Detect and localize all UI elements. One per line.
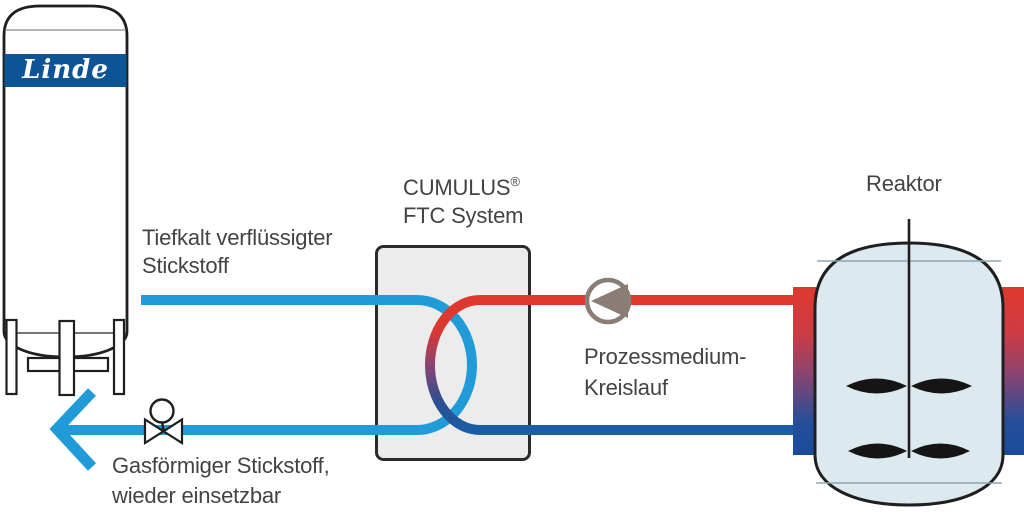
return-label: Gasförmiger Stickstoff, wieder einsetzba…: [112, 451, 330, 511]
process-medium-pipe: [425, 295, 810, 435]
stirrer: [846, 219, 972, 459]
left-arrow-icon: [49, 388, 97, 471]
storage-tank: [2, 4, 129, 397]
heat-exchanger-loop: [60, 295, 810, 435]
jacket-band-right: [1001, 287, 1024, 455]
process-label-line1: Prozessmedium-: [584, 344, 747, 369]
exchanger-name: CUMULUS: [403, 175, 511, 200]
process-label-line2: Kreislauf: [584, 375, 668, 400]
linde-logo-band: [4, 54, 127, 87]
trademark-symbol: ®: [510, 174, 520, 189]
jacket-band-left: [793, 287, 816, 455]
pump-icon: [584, 277, 632, 325]
tank-support: [5, 318, 126, 397]
return-label-line1: Gasförmiger Stickstoff,: [112, 453, 330, 478]
return-label-line2: wieder einsetzbar: [112, 483, 282, 508]
linde-logo: Linde: [22, 55, 109, 85]
valve-icon: [143, 398, 184, 445]
reactor-label: Reaktor: [866, 171, 942, 196]
nitrogen-pipe: [60, 295, 477, 435]
reactor: [793, 219, 1024, 507]
exchanger-system: FTC System: [403, 203, 524, 228]
supply-label-line1: Tiefkalt verflüssigter: [142, 225, 333, 250]
supply-label: Tiefkalt verflüssigter Stickstoff: [142, 224, 333, 280]
exchanger-label: CUMULUS® FTC System: [403, 168, 523, 230]
process-label: Prozessmedium- Kreislauf: [584, 341, 746, 403]
supply-label-line2: Stickstoff: [142, 253, 229, 278]
